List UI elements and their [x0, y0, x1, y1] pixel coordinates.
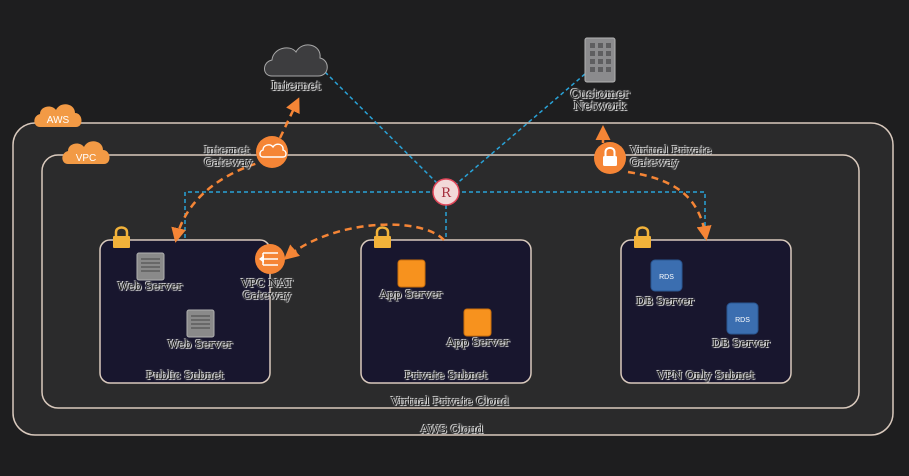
link-router-vpn	[462, 191, 706, 240]
cloud-icon	[264, 44, 328, 77]
aws-badge: AWS	[34, 104, 82, 127]
vpc-badge-label: VPC	[76, 153, 97, 164]
virtual-private-gateway-label: Virtual Private Gateway	[630, 144, 712, 169]
public-subnet-label: Public Subnet	[146, 369, 224, 382]
internet-gateway-label: Internet Gateway	[204, 144, 253, 169]
rds-tag: RDS	[659, 274, 674, 281]
vpn-gateway-lock-icon	[594, 142, 626, 174]
vpn-only-subnet-box	[620, 239, 792, 384]
server-icon	[186, 309, 215, 338]
lock-icon	[374, 226, 391, 248]
ec2-instance-icon	[397, 259, 426, 288]
node-label: App Server	[446, 336, 510, 349]
aws-cloud-label: AWS Cloud	[420, 423, 484, 436]
traffic-flows	[171, 97, 712, 260]
customer-network-label: Customer Network	[570, 87, 630, 113]
node-label: DB Server	[636, 295, 694, 308]
server-icon	[136, 252, 165, 281]
rds-icon: RDS	[650, 259, 683, 292]
rds-tag: RDS	[735, 317, 750, 324]
private-subnet-label: Private Subnet	[404, 369, 488, 382]
nat-gateway-label: VPC NAT Gateway	[241, 277, 293, 302]
internet-gateway-icon	[256, 136, 288, 168]
private-subnet-box	[360, 239, 532, 384]
link-internet-router	[324, 71, 441, 187]
flow-private-to-nat	[283, 223, 445, 260]
lock-icon	[634, 226, 651, 248]
flow-vgw-to-vpn	[627, 170, 712, 241]
flow-public-to-igw	[171, 161, 259, 243]
vpn-only-subnet-label: VPN Only Subnet	[657, 369, 755, 382]
node-label: Web Server	[167, 338, 233, 351]
vpc-badge: VPC	[62, 141, 110, 164]
rds-icon: RDS	[726, 302, 759, 335]
internet-label: Internet	[271, 79, 321, 93]
aws-badge-label: AWS	[47, 115, 70, 126]
node-label: DB Server	[712, 337, 770, 350]
router-label: R	[441, 186, 452, 201]
router-icon: R	[432, 178, 460, 206]
lock-icon	[113, 226, 130, 248]
network-links	[184, 71, 706, 240]
node-label: App Server	[379, 288, 443, 301]
ec2-instance-icon	[463, 308, 492, 337]
link-router-public	[184, 191, 430, 240]
vpc-container-label: Virtual Private Cloud	[391, 395, 509, 408]
link-customer-router	[453, 73, 586, 187]
node-label: Web Server	[117, 280, 183, 293]
nat-gateway-icon	[255, 244, 285, 274]
public-subnet-box	[99, 239, 271, 384]
corporate-datacenter-icon	[584, 37, 616, 83]
